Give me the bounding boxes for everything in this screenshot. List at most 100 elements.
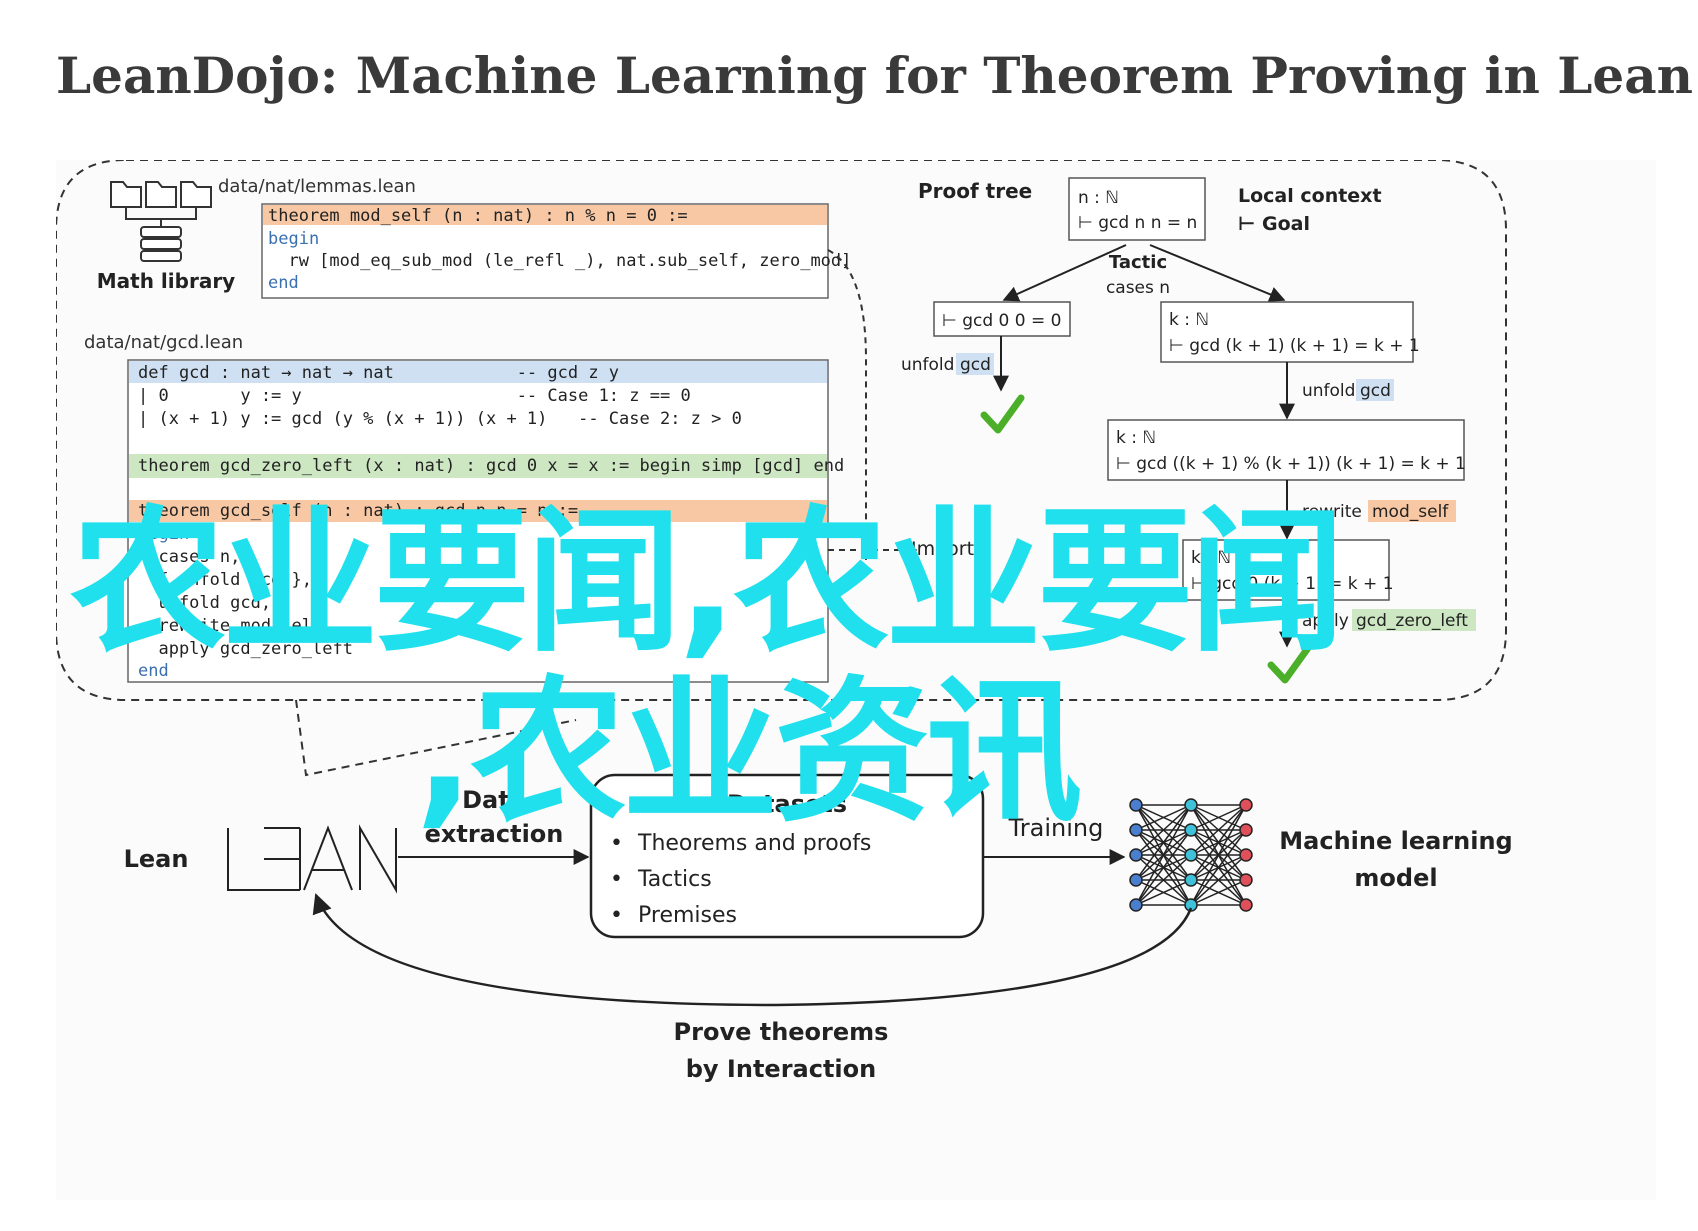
- apply-prefix: apply: [1302, 611, 1349, 631]
- training-label: Training: [1008, 814, 1104, 842]
- datasets-item-2: Tactics: [637, 867, 712, 892]
- nn-edge: [1190, 804, 1247, 881]
- nn-edge: [1190, 829, 1247, 906]
- lean-logo: [227, 824, 397, 894]
- nn-edge: [1135, 829, 1192, 906]
- nn-edge: [1135, 804, 1192, 856]
- nn-node: [1184, 823, 1198, 837]
- nn-edge: [1135, 804, 1192, 906]
- apply-highlight: [1352, 609, 1476, 631]
- right-unfold-prefix: unfold: [1302, 381, 1355, 401]
- goal-label: ⊢ Goal: [1238, 213, 1310, 235]
- root-goal-box: [1068, 177, 1206, 241]
- nn-node: [1239, 798, 1253, 812]
- gcd-path: data/nat/gcd.lean: [84, 332, 243, 353]
- gcd-line-9: cases n,: [138, 547, 240, 567]
- right-goal-line-2: ⊢ gcd (k + 1) (k + 1) = k + 1: [1169, 336, 1420, 356]
- model-label-1: Machine learning: [1279, 827, 1512, 855]
- extraction-label-1: Data: [462, 786, 526, 814]
- left-goal: ⊢ gcd 0 0 = 0: [942, 311, 1061, 331]
- lemmas-line-3: rw [mod_eq_sub_mod (le_refl _), nat.sub_…: [268, 251, 851, 271]
- nn-edge: [1190, 854, 1247, 906]
- tactic-arrow-left: [1002, 244, 1127, 302]
- datasets-item-1: Theorems and proofs: [637, 831, 871, 856]
- mid-goal-box: [1107, 419, 1465, 481]
- diagram-svg: Math library data/nat/lemmas.lean theore…: [56, 160, 1513, 1083]
- tactic-name: cases n: [1106, 278, 1170, 298]
- datasets-title: Datasets: [727, 790, 847, 818]
- bottom-goal-box: [1182, 539, 1390, 601]
- tactic-arrow-right: [1149, 244, 1286, 302]
- lemmas-line-4: end: [268, 273, 299, 293]
- nn-node: [1239, 848, 1253, 862]
- lean-label: Lean: [124, 845, 189, 873]
- callout-border: [56, 160, 1507, 701]
- database-icon: [140, 226, 182, 262]
- gcd-line-12: rewrite mod_self,: [138, 616, 332, 636]
- lemmas-line-1: theorem mod_self (n : nat) : n % n = 0 :…: [268, 206, 688, 226]
- lemmas-connector: [827, 249, 867, 560]
- nn-node: [1184, 798, 1198, 812]
- nn-node: [1184, 848, 1198, 862]
- bottom-goal-line-2: ⊢ gcd 0 (k + 1) = k + 1: [1191, 574, 1394, 594]
- gcd-line-5: theorem gcd_zero_left (x : nat) : gcd 0 …: [138, 456, 844, 476]
- left-goal-box: [933, 301, 1071, 337]
- nn-edge: [1190, 879, 1247, 906]
- nn-edge: [1190, 804, 1247, 831]
- nn-node: [1129, 898, 1143, 912]
- gcd-def-highlight: [129, 361, 827, 383]
- lemmas-highlight: [263, 205, 827, 225]
- overlay-watermark-line-2: ,农业资讯: [415, 661, 1082, 843]
- bottom-goal-line-1: k : ℕ: [1191, 548, 1231, 568]
- left-unfold-prefix: unfold: [901, 355, 954, 375]
- gcd-line-3: | (x + 1) y := gcd (y % (x + 1)) (x + 1)…: [138, 409, 742, 429]
- nn-edge: [1190, 804, 1247, 906]
- nn-node: [1239, 873, 1253, 887]
- datasets-item-3: Premises: [638, 903, 737, 928]
- root-goal-line-1: n : ℕ: [1078, 188, 1119, 208]
- rewrite-highlight: [1368, 500, 1456, 522]
- gcd-line-2: | 0 y := y -- Case 1: z == 0: [138, 386, 691, 406]
- nn-node: [1239, 823, 1253, 837]
- nn-node: [1239, 898, 1253, 912]
- gcd-line-11: unfold gcd,: [138, 593, 271, 613]
- nn-edge: [1135, 804, 1192, 831]
- prove-label-2: by Interaction: [686, 1055, 876, 1083]
- mid-goal-line-1: k : ℕ: [1116, 428, 1156, 448]
- callout-tail: [295, 699, 577, 777]
- model-label-2: model: [1354, 864, 1437, 892]
- prove-arrow: [312, 893, 1193, 1007]
- lemmas-line-2: begin: [268, 229, 319, 249]
- local-context-label: Local context: [1238, 185, 1382, 207]
- tactic-label: Tactic: [1109, 252, 1167, 273]
- folder-icon: [110, 181, 212, 227]
- left-unfold-arg: gcd: [960, 355, 991, 375]
- nn-node: [1129, 873, 1143, 887]
- nn-node: [1184, 873, 1198, 887]
- figure-diagram: Math library data/nat/lemmas.lean theore…: [56, 160, 1656, 1200]
- datasets-bullet-1: •: [610, 831, 623, 856]
- math-library-label: Math library: [97, 269, 235, 293]
- extraction-label-2: extraction: [425, 820, 564, 848]
- datasets-bullet-3: •: [610, 903, 623, 928]
- page-title: LeanDojo: Machine Learning for Theorem P…: [56, 46, 1693, 105]
- overlay-watermark-line-1: 农业要闻,农业要闻: [70, 491, 1345, 673]
- lemmas-path: data/nat/lemmas.lean: [218, 176, 416, 197]
- gcd-self-highlight: [129, 500, 827, 522]
- right-goal-line-1: k : ℕ: [1169, 310, 1209, 330]
- gcd-zero-left-highlight: [129, 454, 827, 478]
- root-goal-line-2: ⊢ gcd n n = n: [1078, 213, 1197, 233]
- datasets-bullet-2: •: [610, 867, 623, 892]
- nn-node: [1129, 848, 1143, 862]
- prove-label-1: Prove theorems: [674, 1018, 889, 1046]
- nn-edge: [1135, 804, 1192, 881]
- rewrite-prefix: rewrite: [1302, 502, 1362, 522]
- gcd-line-8: begin: [138, 524, 189, 544]
- gcd-line-10: { unfold gcd },: [138, 570, 312, 590]
- nn-edge: [1135, 879, 1192, 906]
- mid-goal-line-2: ⊢ gcd ((k + 1) % (k + 1)) (k + 1) = k + …: [1116, 454, 1466, 474]
- bottom-check-icon: [1267, 644, 1312, 684]
- nn-edge: [1190, 804, 1247, 856]
- left-check-icon: [980, 394, 1025, 434]
- nn-edge: [1135, 854, 1192, 906]
